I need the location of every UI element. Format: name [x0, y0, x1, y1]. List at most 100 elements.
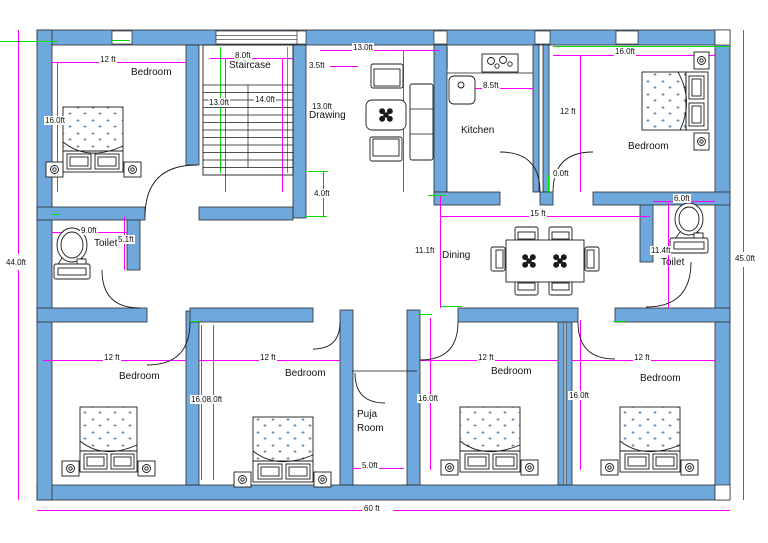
dimension-line — [57, 62, 58, 192]
bedroom5-door — [419, 321, 459, 361]
dining-table-star — [553, 254, 560, 261]
bed-pillow — [495, 456, 515, 467]
construction-line — [553, 46, 730, 47]
wall — [557, 310, 565, 486]
dimension-line — [18, 270, 19, 500]
dining-table-star — [529, 254, 536, 261]
dimension-line — [440, 196, 441, 308]
toilet-bowl-inner — [60, 231, 84, 259]
nightstand — [61, 460, 80, 477]
nightstand — [130, 167, 135, 172]
dimension-line — [580, 55, 581, 192]
dimension-line — [743, 30, 744, 252]
toilet1-door — [101, 269, 141, 309]
bed-pillow — [285, 463, 311, 480]
bed-pillow — [260, 466, 280, 477]
nightstand — [447, 465, 452, 470]
bed-pillow — [688, 75, 705, 100]
bed-pillow — [94, 153, 120, 170]
construction-line — [287, 47, 288, 173]
wall — [126, 216, 141, 271]
dining-chair — [495, 249, 504, 269]
drawing-chair — [370, 63, 404, 89]
construction-line — [190, 321, 200, 322]
stove-burner — [494, 63, 500, 69]
nightstand — [313, 471, 332, 488]
dining-table — [505, 239, 585, 283]
dimension-line — [213, 325, 214, 480]
nightstand — [123, 161, 142, 178]
bed-pillow — [652, 453, 678, 470]
dining-table-star — [522, 254, 529, 261]
toilet-flush — [76, 258, 87, 265]
bed-mattress — [641, 71, 687, 131]
nightstand — [445, 463, 454, 472]
wall-opening — [111, 30, 133, 45]
construction-line — [220, 47, 221, 173]
wall — [185, 44, 200, 166]
bed-pillow — [691, 105, 702, 124]
dimension-line — [225, 58, 226, 192]
dimension-line — [393, 510, 730, 511]
bed-pillow — [627, 456, 647, 467]
dimension-line — [743, 267, 744, 500]
dimension-line — [572, 360, 715, 361]
dining-chair — [584, 246, 600, 272]
wall — [532, 44, 540, 193]
nightstand — [697, 56, 706, 65]
nightstand — [240, 477, 245, 482]
nightstand — [50, 165, 59, 174]
dining-table-star — [560, 261, 567, 268]
wall — [539, 191, 554, 206]
nightstand — [66, 464, 75, 473]
wall — [406, 309, 421, 486]
bed-pillow — [467, 456, 487, 467]
bed-frame — [252, 460, 314, 483]
nightstand — [238, 475, 247, 484]
wall — [542, 44, 550, 193]
dining-table-star — [553, 261, 560, 268]
dimension-line — [320, 50, 440, 51]
wall — [614, 307, 731, 323]
nightstand — [693, 51, 710, 70]
construction-line — [447, 47, 448, 69]
dining-chair — [586, 249, 595, 269]
bed-blanket-curve — [79, 440, 138, 452]
bed-frame — [62, 150, 124, 173]
toilet2-door — [645, 261, 692, 308]
dimension-line — [440, 216, 650, 217]
drawing-chair — [369, 136, 403, 162]
dimension-line — [43, 360, 186, 361]
toilet-bowl-inner — [678, 206, 700, 232]
bed-pillow — [113, 456, 132, 467]
bed-frame — [79, 450, 138, 473]
bedroom2-door — [552, 151, 594, 193]
nightstand — [605, 463, 614, 472]
toilet-tank — [53, 263, 91, 280]
furniture-layer — [45, 44, 710, 488]
nightstand — [233, 471, 252, 488]
dimension-line — [330, 66, 358, 67]
drawing-table-star — [383, 112, 389, 118]
nightstand — [144, 466, 149, 471]
window — [215, 30, 298, 45]
wall-opening — [534, 30, 551, 45]
nightstand — [68, 466, 73, 471]
bed-pillow — [655, 456, 675, 467]
construction-line — [0, 41, 58, 42]
nightstand — [697, 137, 706, 146]
bed-blanket-curve — [62, 141, 124, 154]
bedroom4-door — [312, 321, 341, 350]
bed-pillow — [97, 156, 117, 167]
construction-line — [418, 314, 432, 315]
nightstand — [142, 464, 151, 473]
dimension-line — [199, 360, 340, 361]
dining-table-star — [529, 261, 536, 268]
bedroom3-door — [146, 321, 191, 366]
dining-table-star — [526, 258, 532, 264]
stove-burner — [507, 61, 513, 67]
bed-pillow — [69, 156, 89, 167]
bed-pillow — [691, 78, 702, 97]
wall — [565, 310, 573, 486]
toilet-tank — [669, 237, 709, 254]
